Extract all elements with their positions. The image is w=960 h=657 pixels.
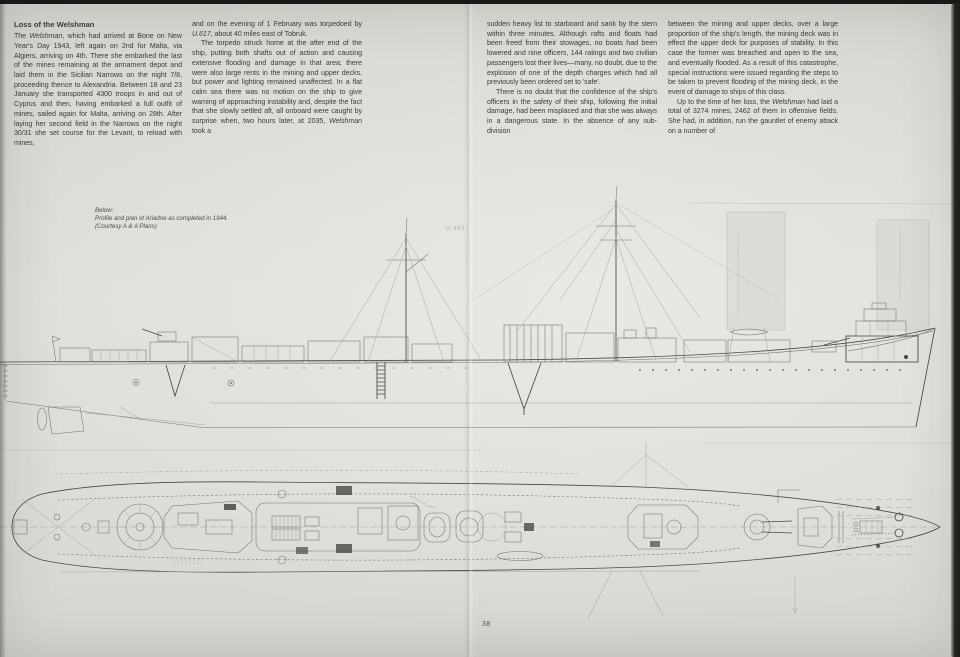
column-paragraphs: The Welshman, which had arrived at Bone … — [14, 32, 182, 148]
page-top-edge — [0, 0, 960, 4]
accommodation-ladder — [376, 362, 386, 399]
text-column-3: sudden heavy list to starboard and sank … — [487, 20, 657, 136]
paragraph: The Welshman, which had arrived at Bone … — [14, 32, 182, 147]
text-column-2: and on the evening of 1 February was tor… — [192, 20, 362, 136]
funnel-faint-2 — [876, 219, 930, 331]
boat-plan — [496, 551, 544, 561]
caption-credit: (Courtesy A & A Plans) — [95, 222, 157, 230]
deck-sheer-line — [0, 327, 936, 363]
bow-stem — [915, 327, 936, 428]
ship-plan-drawing — [0, 443, 941, 619]
paragraph: sudden heavy list to starboard and sank … — [487, 20, 657, 87]
column-paragraphs: and on the evening of 1 February was tor… — [192, 20, 362, 136]
ensign-staff — [51, 335, 61, 363]
paragraph: There is no doubt that the confidence of… — [487, 87, 657, 135]
mine-rail-starboard — [57, 547, 741, 561]
keel-line — [201, 426, 917, 428]
text-column-4: between the mining and upper decks, over… — [668, 20, 838, 136]
page-number: 38 — [482, 621, 491, 628]
windlass-plan — [859, 520, 883, 534]
propeller — [37, 407, 47, 431]
page-centre-fold — [464, 0, 474, 657]
page-left-edge-shadow — [0, 0, 6, 657]
forward-gun-mount — [811, 340, 837, 353]
deck-planking-marks — [835, 498, 913, 556]
aft-davit — [165, 364, 186, 398]
page-right-edge — [951, 3, 960, 657]
forward-mount-plan — [743, 513, 771, 541]
draught-marks — [3, 363, 8, 399]
plan-hull-outline — [11, 481, 941, 573]
paragraph: between the mining and upper decks, over… — [668, 20, 838, 96]
porthole-dots — [213, 367, 901, 371]
ships-boat — [729, 328, 769, 336]
rudder — [47, 406, 85, 435]
caption-intro: Below: — [95, 207, 114, 214]
aft-gun-mount — [157, 331, 177, 342]
paragraph: and on the evening of 1 February was tor… — [192, 20, 362, 38]
aft-casing-plan — [455, 510, 484, 543]
bridge-plan — [627, 504, 699, 550]
fore-casing-plan — [423, 512, 451, 543]
anchor — [904, 355, 908, 359]
mine-rail-port — [57, 493, 741, 507]
mine-chute-davit — [507, 362, 542, 415]
caption-text: Profile and plan of Ariadne as completed… — [95, 214, 228, 222]
text-column-1: Loss of the Welshman The Welshman, which… — [14, 20, 182, 149]
striped-deckhouse — [503, 324, 563, 363]
paragraph: The torpedo struck home at the after end… — [192, 39, 362, 135]
anchor-chains — [851, 516, 896, 536]
funnel-faint-1 — [726, 211, 786, 331]
column-paragraphs: between the mining and upper decks, over… — [668, 20, 838, 136]
ship-profile-drawing — [0, 185, 959, 451]
column-paragraphs: sudden heavy list to starboard and sank … — [487, 20, 657, 136]
article-heading: Loss of the Welshman — [14, 20, 95, 29]
paragraph: Up to the time of her loss, the Welshman… — [668, 97, 839, 135]
figure-caption: Below: Profile and plan of Ariadne as co… — [95, 207, 265, 231]
